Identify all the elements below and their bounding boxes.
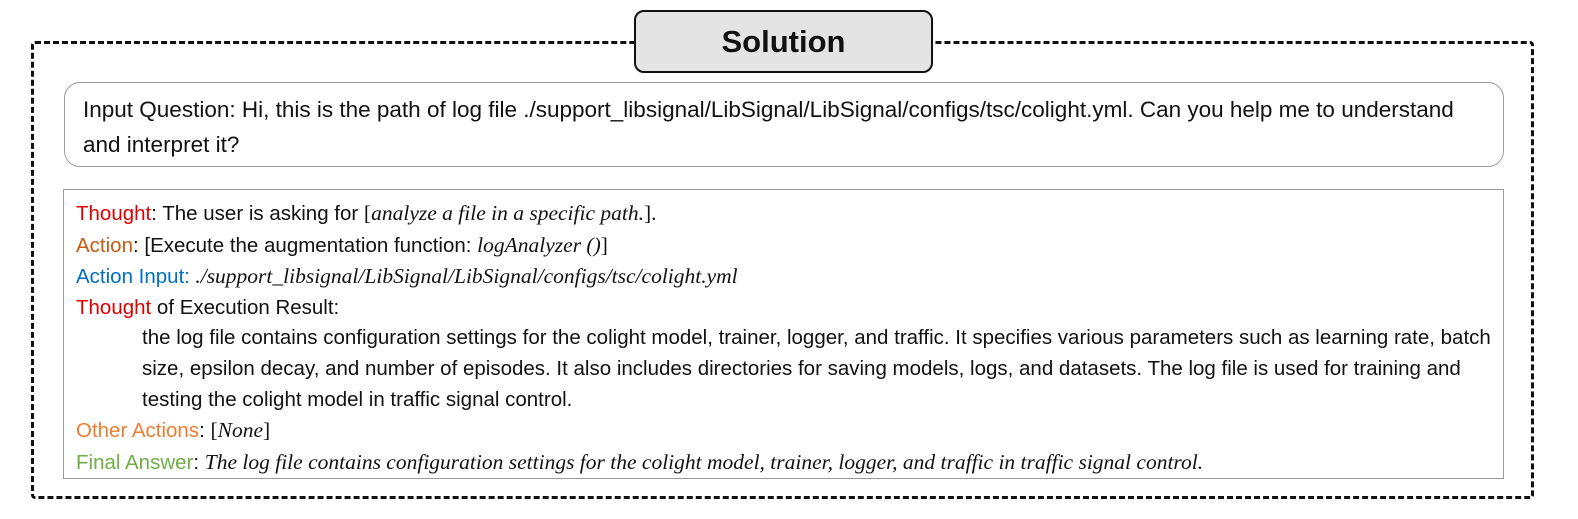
other-actions-close-bracket: ] — [263, 418, 271, 443]
thought-open-bracket: [ — [363, 201, 372, 225]
other-actions-open-bracket: [ — [210, 418, 218, 443]
final-answer-sep: : — [193, 450, 205, 474]
action-close-bracket: ] — [600, 232, 608, 257]
action-row: Action: [Execute the augmentation functi… — [76, 230, 1491, 262]
action-function: logAnalyzer () — [477, 232, 601, 257]
execution-result-heading: of Execution Result: — [151, 295, 340, 319]
thought-value: analyze a file in a specific path. — [371, 201, 644, 225]
final-answer-value: The log file contains configuration sett… — [204, 449, 1204, 474]
execution-thought-label: Thought — [76, 295, 152, 319]
other-actions-row: Other Actions: [None] — [76, 415, 1491, 447]
action-text: : [Execute the augmentation function: — [132, 233, 478, 257]
thought-sep: : The user is asking for — [151, 202, 364, 225]
other-actions-value: None — [217, 418, 264, 443]
solution-steps-box: Thought: The user is asking for [analyze… — [63, 189, 1504, 479]
final-answer-label: Final Answer — [76, 450, 194, 474]
thought-row: Thought: The user is asking for [analyze… — [76, 198, 1491, 230]
action-input-label: Action Input: — [76, 265, 190, 289]
action-label: Action — [76, 233, 133, 257]
execution-result-row: Thought of Execution Result: — [76, 293, 1491, 324]
execution-result-text: the log file contains configuration sett… — [142, 326, 1491, 411]
other-actions-label: Other Actions — [76, 419, 200, 443]
final-answer-row: Final Answer: The log file contains conf… — [76, 447, 1491, 479]
input-question-text: Input Question: Hi, this is the path of … — [83, 97, 1454, 157]
thought-label: Thought — [76, 202, 152, 225]
input-question-box: Input Question: Hi, this is the path of … — [64, 82, 1504, 167]
thought-close-bracket: ]. — [643, 201, 657, 225]
action-input-value: ./support_libsignal/LibSignal/LibSignal/… — [189, 264, 738, 289]
other-actions-sep: : — [199, 419, 211, 443]
solution-title: Solution — [634, 10, 933, 73]
action-input-row: Action Input: ./support_libsignal/LibSig… — [76, 261, 1491, 293]
